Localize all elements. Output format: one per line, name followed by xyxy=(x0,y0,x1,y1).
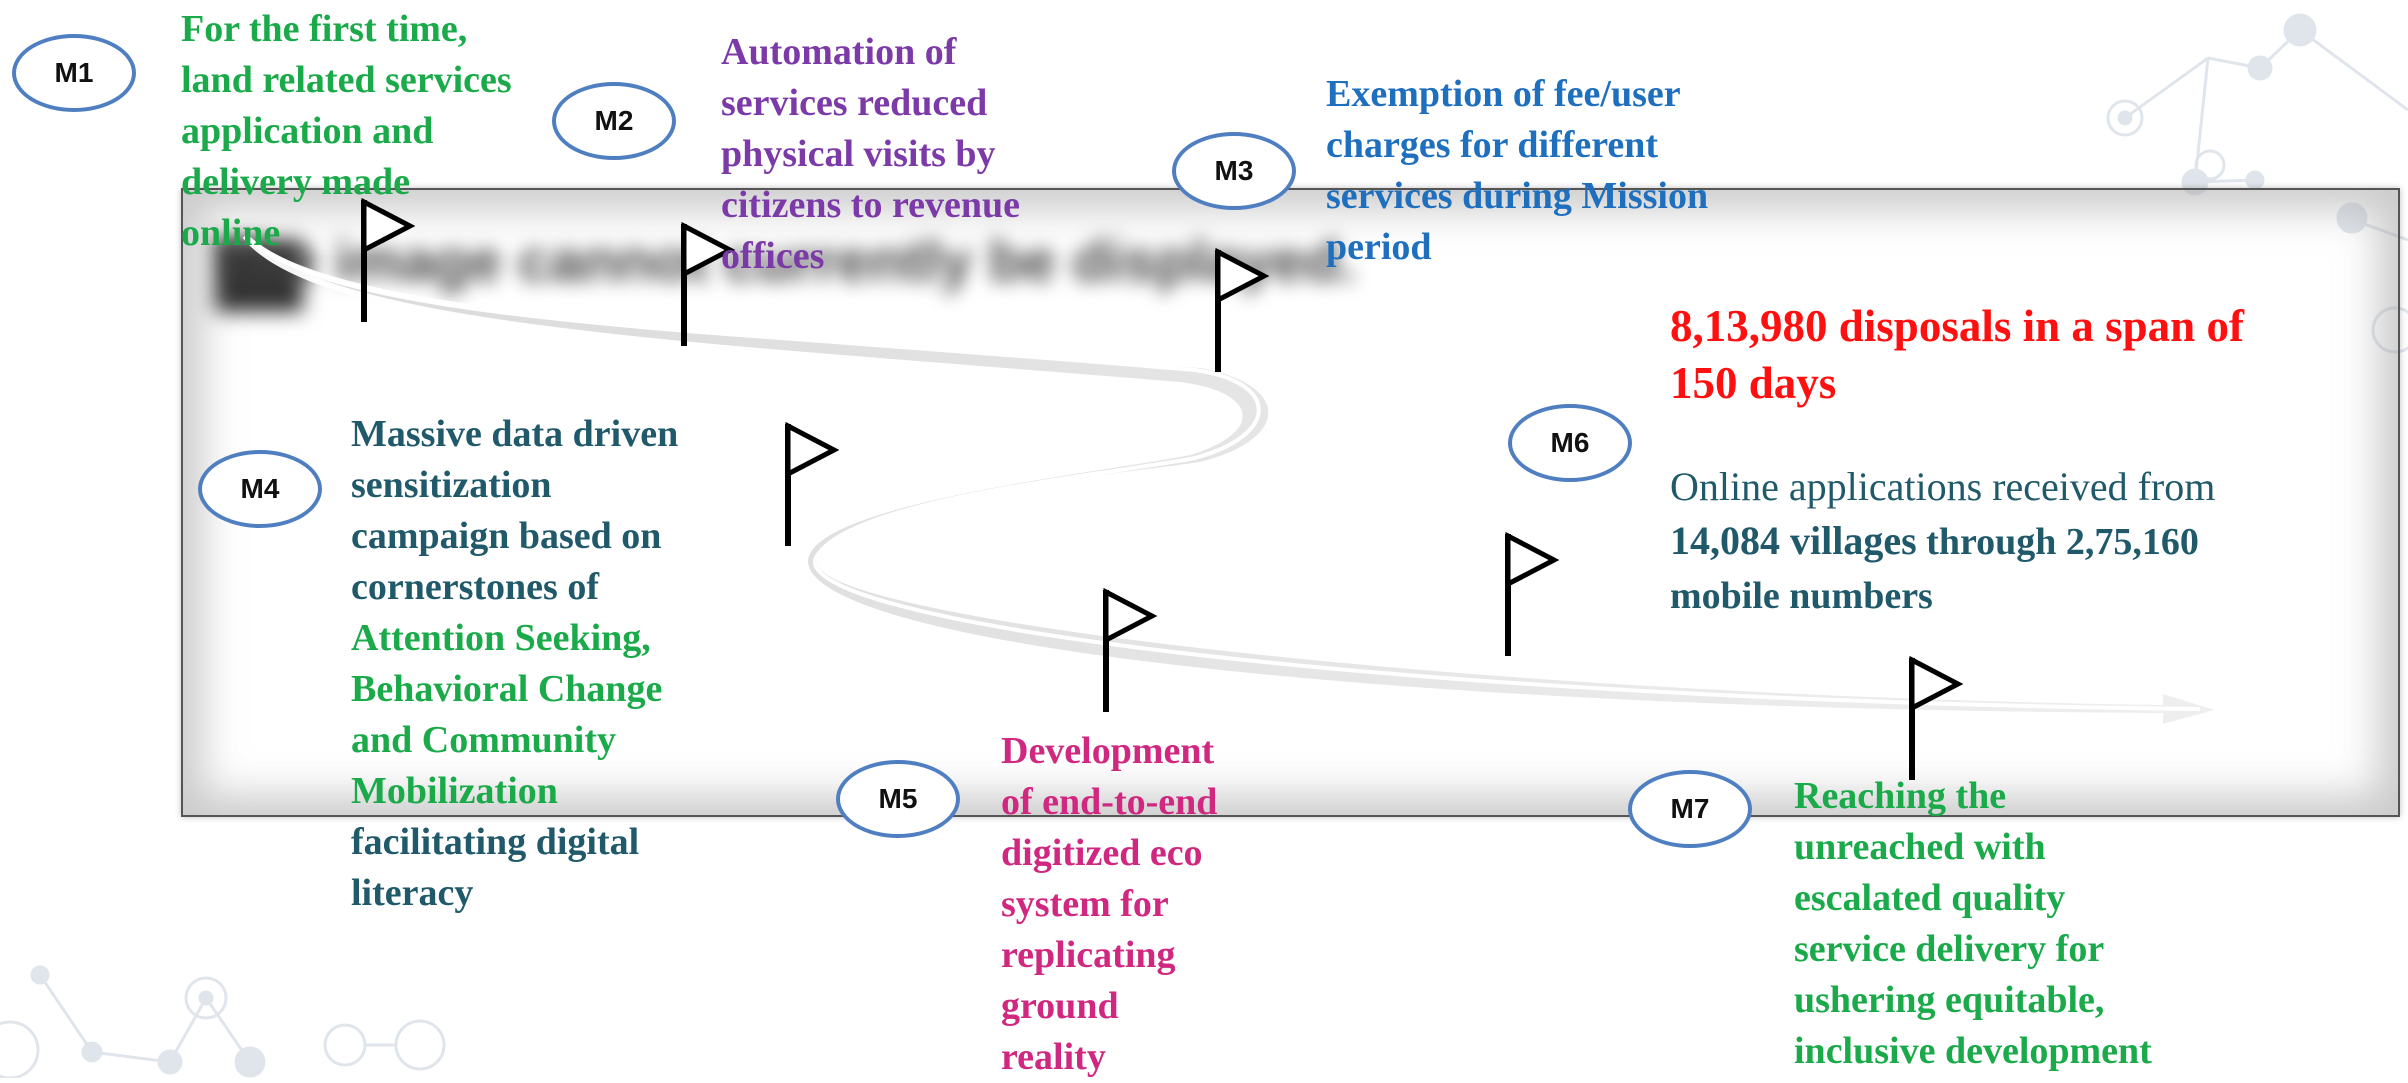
flag-icon-m4 xyxy=(785,421,840,546)
m1-line: delivery made xyxy=(181,161,411,203)
milestone-label: M7 xyxy=(1670,793,1710,824)
m1-description: For the first time, land related service… xyxy=(181,4,512,259)
milestone-m5: M5 xyxy=(836,760,960,838)
milestone-m3: M3 xyxy=(1172,132,1296,210)
m4-line: facilitating digital xyxy=(351,821,640,863)
m4-line: Behavioral Change xyxy=(351,668,663,710)
m3-line: period xyxy=(1326,226,1432,268)
m6-headline-line: 150 days xyxy=(1670,358,1837,408)
m3-line: charges for different xyxy=(1326,124,1659,166)
m7-line: unreached with xyxy=(1794,826,2046,868)
m4-line: literacy xyxy=(351,872,474,914)
milestone-m4: M4 xyxy=(198,450,322,528)
flag-icon-m1 xyxy=(361,197,416,322)
m7-line: Reaching the xyxy=(1794,775,2007,817)
m2-description: Automation of services reduced physical … xyxy=(721,27,1020,282)
m4-line: and Community xyxy=(351,719,616,761)
m7-description: Reaching the unreached with escalated qu… xyxy=(1794,771,2152,1077)
m6-description: Online applications received from 14,084… xyxy=(1670,460,2215,623)
flag-icon-m6 xyxy=(1505,531,1560,656)
m5-line: replicating xyxy=(1001,934,1176,976)
m6-intro: Online applications received from xyxy=(1670,464,2216,509)
milestone-m1: M1 xyxy=(12,34,136,112)
m1-line: online xyxy=(181,212,281,254)
m2-line: citizens to revenue xyxy=(721,184,1020,226)
m6-villages: 14,084 villages xyxy=(1670,518,1917,563)
m4-line: Massive data driven xyxy=(351,413,679,455)
milestone-label: M5 xyxy=(878,783,918,814)
m5-line: of end-to-end xyxy=(1001,781,1218,823)
flag-icon-m5 xyxy=(1103,587,1158,712)
m1-line: land related services xyxy=(181,59,512,101)
milestone-label: M4 xyxy=(240,473,280,504)
m5-description: Development of end-to-end digitized eco … xyxy=(1001,726,1217,1083)
m7-line: service delivery for xyxy=(1794,928,2105,970)
flag-icon-m7 xyxy=(1909,655,1964,780)
flag-icon-m3 xyxy=(1215,247,1270,372)
m1-line: application and xyxy=(181,110,434,152)
milestone-label: M1 xyxy=(54,57,94,88)
m4-line: Attention Seeking, xyxy=(351,617,651,659)
image-placeholder-text: The image cannot currently be displayed. xyxy=(215,229,1356,294)
m2-line: services reduced xyxy=(721,82,988,124)
milestone-label: M2 xyxy=(594,105,634,136)
m1-line: For the first time, xyxy=(181,8,468,50)
m5-line: system for xyxy=(1001,883,1169,925)
m3-description: Exemption of fee/user charges for differ… xyxy=(1326,69,1708,273)
milestone-m6: M6 xyxy=(1508,404,1632,482)
m5-line: reality xyxy=(1001,1036,1106,1078)
m2-line: Automation of xyxy=(721,31,957,73)
m2-line: physical visits by xyxy=(721,133,996,175)
milestone-label: M3 xyxy=(1214,155,1254,186)
m4-line: campaign based on xyxy=(351,515,662,557)
m3-line: services during Mission xyxy=(1326,175,1709,217)
m5-line: ground xyxy=(1001,985,1119,1027)
m5-line: Development xyxy=(1001,730,1215,772)
m6-headline-line: 8,13,980 disposals in a span of xyxy=(1670,301,2244,351)
milestone-label: M6 xyxy=(1550,427,1590,458)
m7-line: ushering equitable, xyxy=(1794,979,2105,1021)
m4-description: Massive data driven sensitization campai… xyxy=(351,409,678,919)
m6-headline: 8,13,980 disposals in a span of 150 days xyxy=(1670,298,2244,412)
m4-line: Mobilization xyxy=(351,770,558,812)
m3-line: Exemption of fee/user xyxy=(1326,73,1681,115)
m4-line: cornerstones of xyxy=(351,566,599,608)
m6-through: through 2,75,160 xyxy=(1916,521,2199,563)
m5-line: digitized eco xyxy=(1001,832,1203,874)
m4-line: sensitization xyxy=(351,464,552,506)
m6-mobile: mobile numbers xyxy=(1670,575,1933,617)
milestone-m2: M2 xyxy=(552,82,676,160)
m7-line: inclusive development xyxy=(1794,1030,2152,1072)
m2-line: offices xyxy=(721,235,825,277)
flag-icon-m2 xyxy=(681,221,736,346)
m7-line: escalated quality xyxy=(1794,877,2066,919)
image-frame xyxy=(181,188,2400,817)
milestone-m7: M7 xyxy=(1628,770,1752,848)
